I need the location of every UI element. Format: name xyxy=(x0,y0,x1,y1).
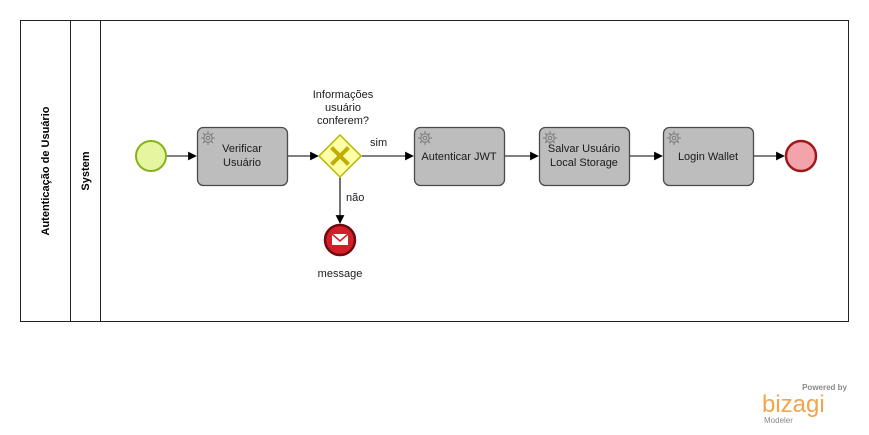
task-label-line: Login Wallet xyxy=(678,151,738,163)
task-label-line: Usuário xyxy=(223,157,261,169)
task-label-line: Verificar xyxy=(222,143,262,155)
gateway-question-line: conferem? xyxy=(317,115,369,127)
pool-label: Autenticação de Usuário xyxy=(40,106,52,235)
product-text: Modeler xyxy=(764,416,793,425)
start-event[interactable] xyxy=(135,140,167,172)
exclusive-x-icon xyxy=(330,146,350,166)
task-autenticar-jwt[interactable]: Autenticar JWT xyxy=(413,126,506,187)
sequence-flows xyxy=(167,151,785,224)
flow-label-yes: sim xyxy=(370,137,387,149)
task-label-line: Local Storage xyxy=(550,157,618,169)
exclusive-gateway[interactable] xyxy=(317,133,363,179)
end-event[interactable] xyxy=(784,139,818,173)
message-end-event[interactable] xyxy=(323,223,357,257)
powered-by-text: Powered by xyxy=(802,383,847,392)
task-login-wallet[interactable]: Login Wallet xyxy=(662,126,755,187)
task-label-line: Autenticar JWT xyxy=(421,151,496,163)
task-label-line: Salvar Usuário xyxy=(548,143,620,155)
message-event-label: message xyxy=(318,268,363,280)
gateway-question-line: usuário xyxy=(325,102,361,114)
envelope-icon xyxy=(331,233,349,245)
brand-text: bizagi xyxy=(762,391,825,418)
gateway-question-line: Informações xyxy=(313,89,374,101)
task-verificar-usuario[interactable]: Verificar Usuário xyxy=(196,126,289,187)
flow-label-no: não xyxy=(346,192,364,204)
task-salvar-usuario[interactable]: Salvar Usuário Local Storage xyxy=(538,126,631,187)
lane-label: System xyxy=(80,151,92,190)
bizagi-logo: Powered by bizagi Modeler xyxy=(762,383,848,425)
